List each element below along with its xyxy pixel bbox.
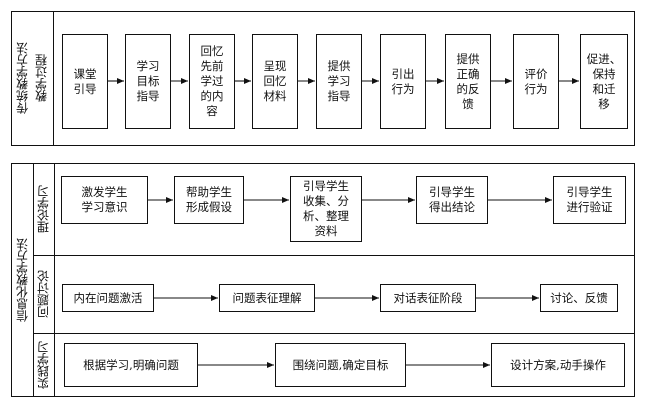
top-step-1: 课堂 引导 — [62, 34, 108, 129]
top-step-9: 促进、 保持 和迁 移 — [580, 34, 628, 129]
practice-step-2: 围绕问题,确定目标 — [275, 343, 406, 387]
top-step-2: 学习 目标 指导 — [125, 34, 171, 129]
theory-step-1: 激发学生 学习意识 — [61, 176, 148, 224]
practice-step-3: 设计方案,动手操作 — [491, 343, 625, 387]
bottom-outer-divider — [33, 163, 34, 397]
top-step-3: 回忆 先前 学过 的内 容 — [189, 34, 235, 129]
theory-step-3: 引导学生 收集、分 析、整理 资料 — [290, 176, 362, 242]
top-step-5: 提供 学习 指导 — [316, 34, 362, 129]
discussion-step-2: 问题表征理解 — [219, 284, 315, 312]
discussion-step-3: 对话表征阶段 — [380, 284, 476, 312]
bottom-inner-divider — [54, 163, 55, 397]
top-step-8: 评价 行为 — [513, 34, 559, 129]
top-step-7: 提供 正确 的反 馈 — [445, 34, 491, 129]
row-divider-2 — [33, 333, 635, 334]
traditional-method-panel — [11, 11, 635, 146]
theory-step-2: 帮助学生 形成假设 — [174, 176, 244, 224]
theory-step-5: 引导学生 进行验证 — [553, 176, 626, 224]
discussion-step-1: 内在问题激活 — [62, 284, 154, 312]
discussion-step-4: 讨论、反馈 — [540, 284, 618, 312]
information-method-panel — [11, 163, 635, 397]
practice-step-1: 根据学习,明确问题 — [64, 343, 198, 387]
top-divider — [53, 11, 54, 146]
top-step-6: 引出 行为 — [380, 34, 426, 129]
row-divider-1 — [33, 255, 635, 256]
theory-step-4: 引导学生 得出结论 — [416, 176, 488, 224]
top-step-4: 呈现 回忆 材料 — [252, 34, 298, 129]
